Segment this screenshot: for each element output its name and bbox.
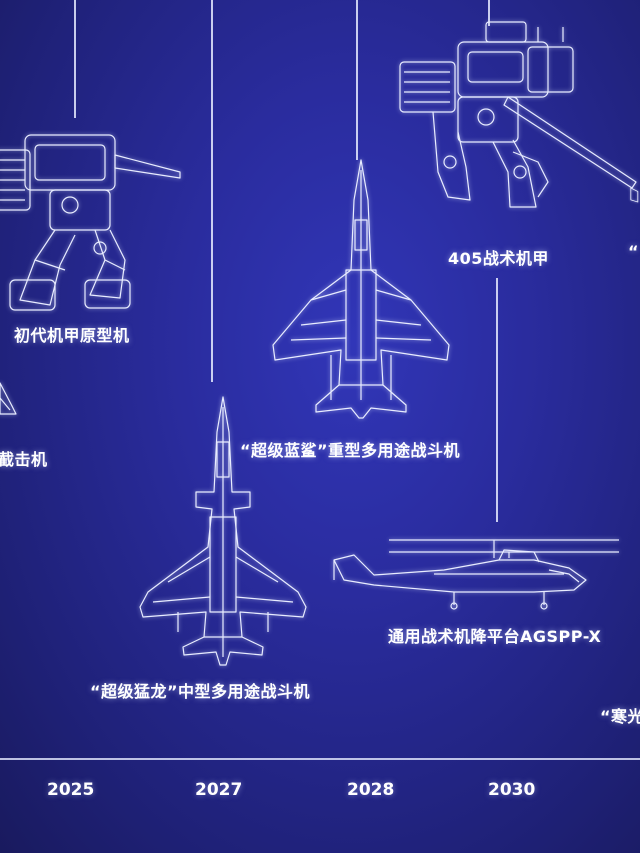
attack-aircraft-illustration (0, 382, 17, 415)
label-attack-aircraft: 截击机 (0, 450, 48, 469)
label-medium-fighter: “超级猛龙”中型多用途战斗机 (90, 682, 311, 701)
label-mech-prototype: 初代机甲原型机 (14, 326, 130, 345)
tactical-mech-illustration (399, 21, 637, 208)
label-partial-right-top: “ (628, 242, 640, 261)
connector-line-mech-prototype (74, 0, 76, 118)
label-partial-right: “寒光 (600, 707, 640, 726)
medium-fighter-illustration (139, 396, 307, 666)
label-heavy-fighter: “超级蓝鲨”重型多用途战斗机 (240, 441, 461, 460)
connector-line-medium-fighter (211, 0, 213, 382)
label-tiltrotor: 通用战术机降平台AGSPP-X (388, 627, 602, 646)
year-2027: 2027 (195, 780, 243, 800)
heavy-fighter-illustration (272, 159, 450, 419)
connector-line-tiltrotor (496, 278, 498, 522)
connector-line-tactical-mech (488, 0, 490, 26)
timeline-baseline (0, 758, 640, 760)
tiltrotor-illustration (333, 539, 619, 610)
partial-illustration-right (630, 187, 639, 203)
year-2028: 2028 (347, 780, 395, 800)
connector-line-heavy-fighter (356, 0, 358, 160)
mech-prototype-illustration (0, 134, 181, 311)
label-tactical-mech: 405战术机甲 (448, 249, 549, 268)
year-2025: 2025 (47, 780, 95, 800)
year-2030: 2030 (488, 780, 536, 800)
